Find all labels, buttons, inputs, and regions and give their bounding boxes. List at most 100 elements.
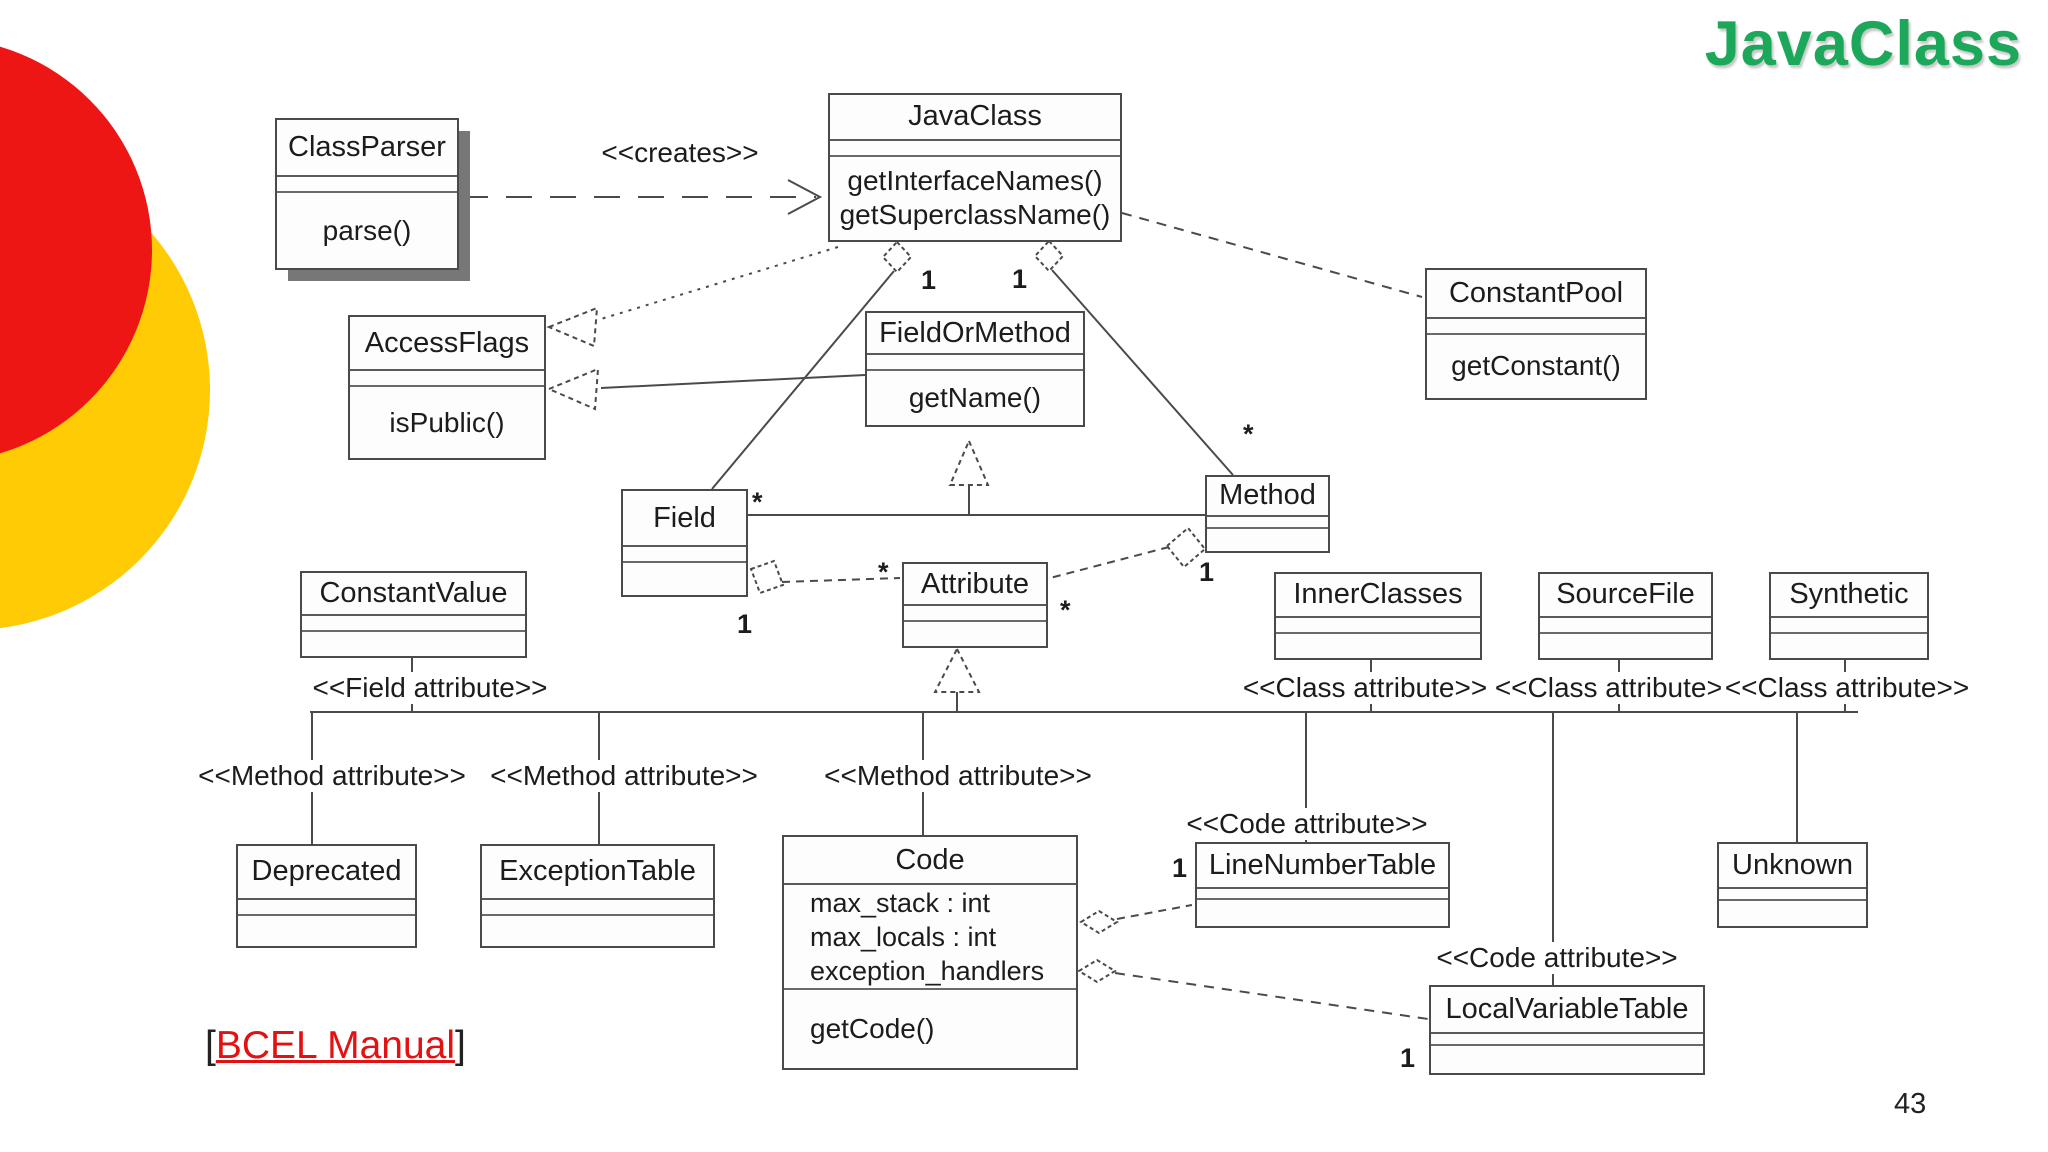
class-constantvalue: ConstantValue <box>300 571 527 658</box>
class-attrs-compartment <box>1719 889 1866 901</box>
class-methods-compartment <box>904 622 1046 646</box>
class-attrs-compartment <box>238 900 415 916</box>
class-title: ClassParser <box>277 120 457 178</box>
class-accessflags: AccessFlags isPublic() <box>348 315 546 460</box>
stereotype-class-attribute: <<Class attribute>> <box>1238 672 1492 704</box>
class-title: Synthetic <box>1771 574 1927 618</box>
stereotype-method-attribute: <<Method attribute>> <box>820 760 1096 792</box>
field-attribute-line <box>781 577 901 583</box>
class-methods: getConstant() <box>1451 350 1621 382</box>
class-title: JavaClass <box>830 95 1120 141</box>
stereotype-code-attribute: <<Code attribute>> <box>1182 808 1432 840</box>
class-title: ConstantValue <box>302 573 525 616</box>
stereotype-method-attribute: <<Method attribute>> <box>194 760 470 792</box>
reference-line: [BCEL Manual] <box>205 1024 466 1068</box>
class-attrs-compartment <box>904 606 1046 623</box>
class-unknown: Unknown <box>1717 842 1868 928</box>
class-methods-compartment <box>238 916 415 946</box>
multiplicity-many: * <box>752 487 763 517</box>
class-attrs-compartment <box>302 616 525 632</box>
class-linenumbertable: LineNumberTable <box>1195 842 1450 928</box>
aggregation-diamond-icon <box>1165 526 1207 569</box>
bracket-close: ] <box>455 1024 466 1067</box>
class-title: LineNumberTable <box>1197 844 1448 890</box>
class-attrs-compartment <box>623 547 746 564</box>
class-title: LocalVariableTable <box>1431 987 1703 1035</box>
class-methods: parse() <box>322 214 412 246</box>
multiplicity-one: 1 <box>737 609 753 639</box>
multiplicity-one: 1 <box>1400 1043 1416 1073</box>
class-code: Code max_stack : int max_locals : int ex… <box>782 835 1078 1070</box>
stereotype-field-attribute: <<Field attribute>> <box>308 672 552 704</box>
class-attrs-compartment <box>1207 517 1328 529</box>
class-attribute: Attribute <box>902 562 1048 648</box>
class-attrs-compartment <box>1276 618 1480 634</box>
class-title: Deprecated <box>238 846 415 900</box>
javaclass-constantpool-line <box>1121 212 1423 298</box>
class-methods: getCode() <box>810 1013 935 1044</box>
javaclass-accessflags-line <box>600 246 839 320</box>
stereotype-method-attribute: <<Method attribute>> <box>486 760 762 792</box>
javaclass-field-line <box>711 270 895 490</box>
class-title: Unknown <box>1719 844 1866 889</box>
page-number: 43 <box>1894 1088 1927 1120</box>
javaclass-method-line <box>1051 269 1234 476</box>
class-field: Field <box>621 489 748 597</box>
code-linenumbertable-line <box>1116 904 1193 920</box>
class-title: FieldOrMethod <box>867 313 1083 355</box>
stereotype-creates: <<creates>> <box>597 137 763 169</box>
stereotype-class-attribute: <<Class attribute>> <box>1490 672 1744 704</box>
class-methods-compartment <box>1771 634 1927 658</box>
aggregation-diamond-icon <box>881 240 913 274</box>
class-javaclass: JavaClass getInterfaceNames() getSupercl… <box>828 93 1122 242</box>
class-methods-compartment <box>623 563 746 595</box>
class-title: ExceptionTable <box>482 846 713 900</box>
class-attrs-compartment <box>867 355 1083 371</box>
creates-arrowhead-icon <box>787 179 823 215</box>
generalization-triangle-icon <box>546 306 599 348</box>
class-methods-compartment <box>302 632 525 656</box>
class-attrs-compartment <box>1431 1034 1703 1047</box>
class-title: InnerClasses <box>1276 574 1480 618</box>
bracket-open: [ <box>205 1024 216 1067</box>
class-methods-compartment <box>482 916 713 946</box>
class-title: SourceFile <box>1540 574 1711 618</box>
fieldormethod-accessflags-line <box>600 374 866 389</box>
multiplicity-one: 1 <box>921 265 937 295</box>
class-attrs-compartment <box>830 141 1120 157</box>
class-attrs-compartment <box>277 177 457 194</box>
class-method: Method <box>1205 475 1330 553</box>
class-constantpool: ConstantPool getConstant() <box>1425 268 1647 400</box>
class-methods-compartment <box>1540 634 1711 658</box>
stereotype-code-attribute: <<Code attribute>> <box>1432 942 1682 974</box>
aggregation-diamond-icon <box>749 559 785 595</box>
class-synthetic: Synthetic <box>1769 572 1929 660</box>
multiplicity-one: 1 <box>1199 557 1215 587</box>
generalization-triangle-icon <box>933 646 981 693</box>
multiplicity-many: * <box>878 557 889 587</box>
class-attrs: max_stack : int max_locals : int excepti… <box>784 885 1076 990</box>
class-title: Attribute <box>904 564 1046 607</box>
class-attrs-compartment <box>1771 618 1927 634</box>
method-attribute-line <box>1049 546 1170 579</box>
class-methods-compartment <box>1719 901 1866 926</box>
class-title: Code <box>784 837 1076 885</box>
class-attrs-compartment <box>1540 618 1711 634</box>
bcel-manual-link[interactable]: BCEL Manual <box>215 1024 456 1067</box>
multiplicity-one: 1 <box>1172 853 1188 883</box>
page-title: JavaClass <box>1704 9 2022 79</box>
code-localvariabletable-line <box>1114 972 1429 1020</box>
class-methods-compartment <box>1197 900 1448 926</box>
multiplicity-many: * <box>1060 595 1071 625</box>
class-methods-compartment <box>1276 634 1480 658</box>
class-attrs-compartment <box>1427 319 1645 335</box>
class-attrs-compartment <box>350 371 544 388</box>
generalization-triangle-icon <box>546 367 600 411</box>
aggregation-diamond-icon <box>1033 239 1065 273</box>
aggregation-diamond-icon <box>1077 958 1117 984</box>
stereotype-class-attribute: <<Class attribute>> <box>1720 672 1974 704</box>
aggregation-diamond-icon <box>1079 909 1119 935</box>
class-fieldormethod: FieldOrMethod getName() <box>865 311 1085 427</box>
